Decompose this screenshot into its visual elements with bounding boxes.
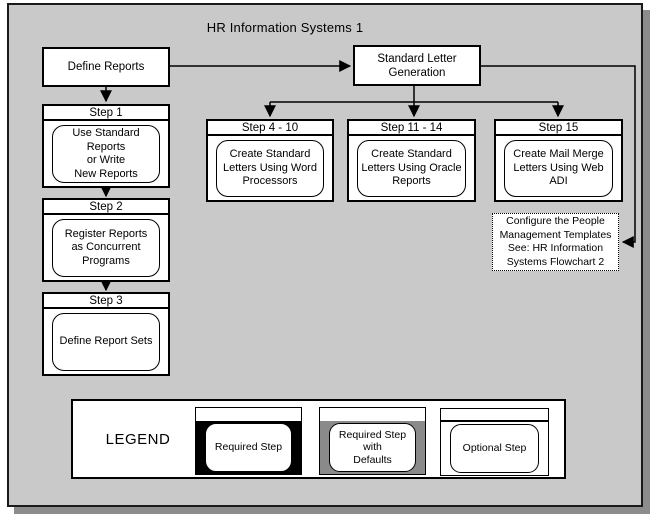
- node-step-11-14: Step 11 - 14 Create Standard Letters Usi…: [347, 119, 476, 202]
- step-header: Step 3: [44, 294, 168, 309]
- legend-sample-body: Required Step with Defaults: [320, 421, 425, 474]
- step-body: Use Standard Reports or Write New Report…: [52, 125, 160, 183]
- legend-sample-header: [441, 409, 548, 422]
- node-step-1: Step 1 Use Standard Reports or Write New…: [42, 104, 170, 188]
- node-step-15: Step 15 Create Mail Merge Letters Using …: [494, 119, 623, 202]
- legend-item-required-step: Required Step: [195, 407, 302, 475]
- node-step-2: Step 2 Register Reports as Concurrent Pr…: [42, 198, 170, 282]
- node-standard-letter-generation: Standard Letter Generation: [353, 45, 481, 86]
- step-body: Create Standard Letters Using Word Proce…: [216, 140, 324, 197]
- step-body: Define Report Sets: [52, 313, 160, 371]
- note-people-management-templates: Configure the People Management Template…: [492, 213, 619, 271]
- step-body: Register Reports as Concurrent Programs: [52, 219, 160, 277]
- node-label: Standard Letter Generation: [377, 52, 457, 79]
- legend-sample-header: [320, 408, 425, 421]
- step-body: Create Standard Letters Using Oracle Rep…: [357, 140, 466, 197]
- legend-item-label: Required Step with Defaults: [329, 423, 416, 472]
- legend-title: LEGEND: [105, 430, 171, 448]
- legend-sample-body: Required Step: [196, 421, 301, 474]
- step-header: Step 15: [496, 121, 621, 136]
- step-body: Create Mail Merge Letters Using Web ADI: [504, 140, 613, 197]
- step-header: Step 4 - 10: [208, 121, 332, 136]
- legend-item-label: Required Step: [205, 423, 292, 472]
- legend-item-label: Optional Step: [450, 424, 539, 473]
- legend-sample-header: [196, 408, 301, 421]
- node-define-reports: Define Reports: [42, 47, 170, 87]
- node-step-3: Step 3 Define Report Sets: [42, 292, 170, 376]
- legend-item-optional-step: Optional Step: [440, 408, 549, 476]
- node-label: Define Reports: [67, 61, 145, 73]
- legend-sample-body: Optional Step: [441, 422, 548, 475]
- step-header: Step 11 - 14: [349, 121, 474, 136]
- node-step-4-10: Step 4 - 10 Create Standard Letters Usin…: [206, 119, 334, 202]
- step-header: Step 2: [44, 200, 168, 215]
- step-header: Step 1: [44, 106, 168, 121]
- legend: LEGEND Required Step Required Step with …: [71, 399, 566, 479]
- legend-item-required-step-with-defaults: Required Step with Defaults: [319, 407, 426, 475]
- page-title: HR Information Systems 1: [206, 20, 364, 35]
